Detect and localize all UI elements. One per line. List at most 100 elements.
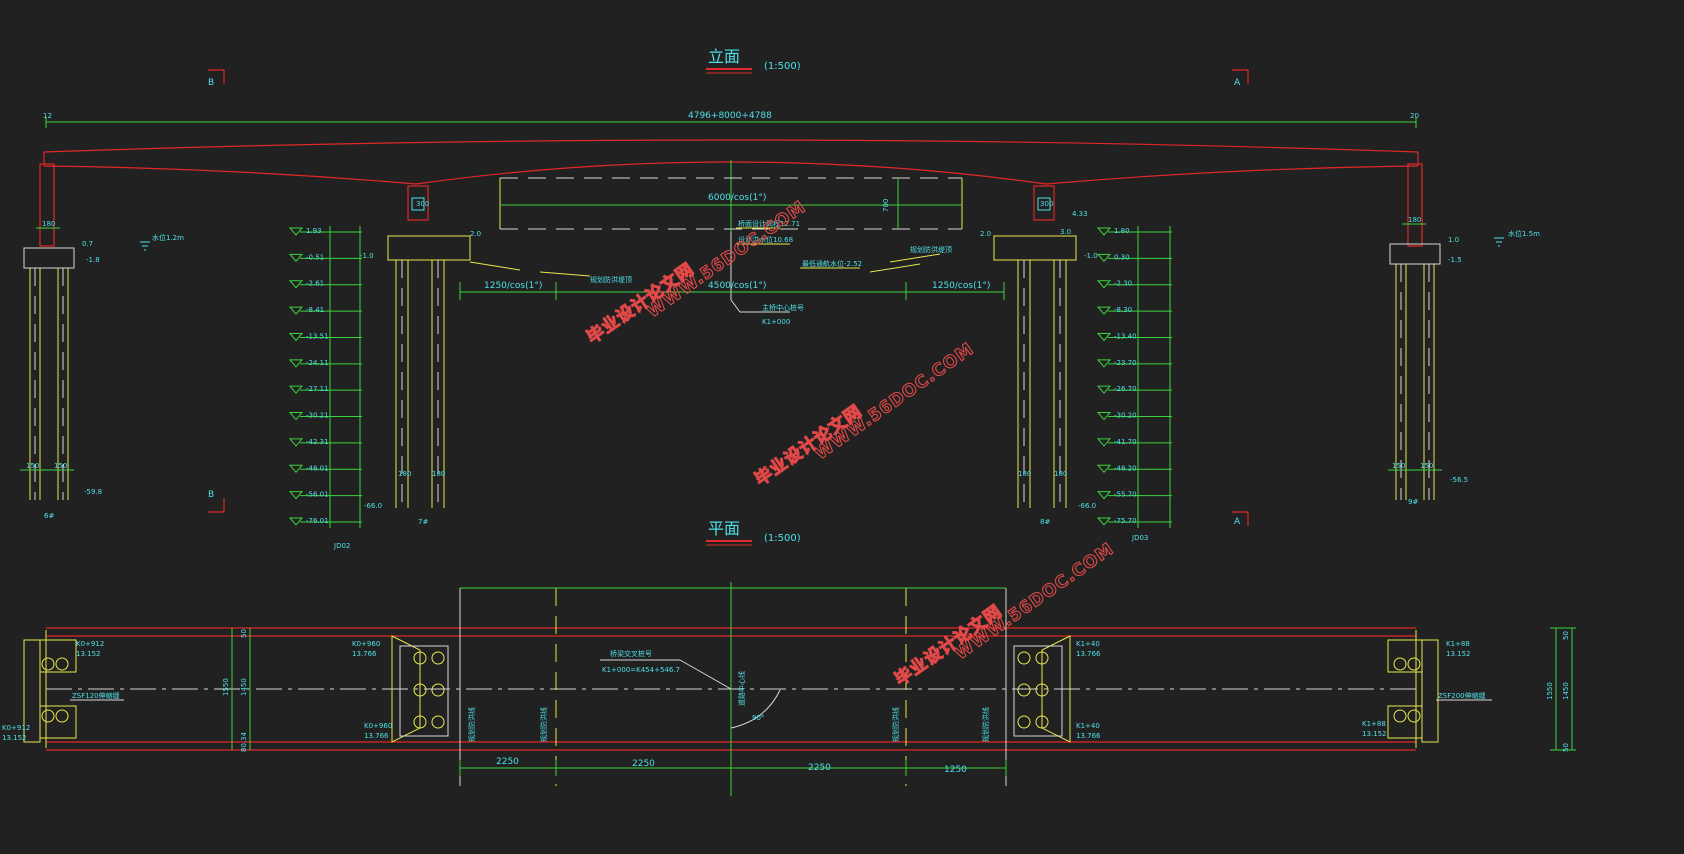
plan-pier-left-top-level: 13.766: [352, 650, 377, 658]
cross-station: K1+000=K454+546.7: [602, 666, 680, 674]
borehole-level-marker: [1096, 412, 1112, 421]
left-pier: 300 180 180 2.0 -1.0 -66.0 7#: [360, 185, 481, 526]
plan-right-top-station: K1+88: [1446, 640, 1470, 648]
plan-right-bot-level: 13.152: [1362, 730, 1387, 738]
borehole-level-value: 1.93: [306, 227, 322, 235]
borehole-level-marker: [288, 332, 304, 342]
center-station: K1+000: [762, 318, 790, 326]
borehole-level-value: -27.11: [306, 385, 329, 393]
plan-line-label-4: 规划防洪线: [981, 707, 990, 742]
left-borehole: JD02: [329, 226, 361, 550]
right-pier-pile-width: 180: [1018, 470, 1031, 478]
plan-right-pier: K1+40 13.766 K1+40 13.766: [1013, 635, 1101, 743]
plan-angle-label: 90°: [752, 714, 764, 722]
overall-span-label: 4796+8000+4788: [688, 111, 772, 121]
section-mark-b-top: B: [208, 78, 214, 88]
right-pier-number: 8#: [1040, 518, 1050, 526]
borehole-level-value: -75.70: [1114, 517, 1137, 525]
left-abutment-pile-spacing-2: 150: [54, 462, 67, 470]
plan-left-joint: ZSF120伸缩缝: [72, 691, 120, 700]
plan-right-abutment: K1+88 13.152 K1+88 13.152 ZSF200伸缩缝: [1362, 639, 1492, 743]
right-width-edge-2: 50: [1562, 743, 1570, 752]
plan-right-top-level: 13.152: [1446, 650, 1471, 658]
design-level-1: 桥面设计高程12.71: [738, 219, 800, 228]
left-borehole-id: JD02: [333, 542, 350, 550]
plan-title-block: 平面 (1:500): [706, 519, 801, 546]
right-abutment-cap-level: -1.5: [1448, 256, 1462, 264]
plan-line-label-3: 规划防洪线: [891, 707, 900, 742]
plan-scale: (1:500): [764, 533, 801, 544]
borehole-level-value: -42.31: [306, 438, 329, 446]
borehole-level-marker: [288, 359, 304, 368]
left-pier-pile-width-2: 180: [432, 470, 445, 478]
borehole-level-value: -8.41: [306, 306, 324, 314]
right-pier: 300 180 180 2.0 -1.0 -66.0 8# 4.33 3.0: [980, 185, 1098, 526]
left-abutment-number: 6#: [44, 512, 54, 520]
left-width-total: 1550: [222, 678, 230, 696]
section-marks: B B A A: [208, 69, 1249, 527]
right-bank-label: 规划防洪堤顶: [910, 245, 952, 254]
borehole-level-value: -41.70: [1114, 438, 1137, 446]
center-station-label: 主桥中心桩号: [762, 303, 804, 312]
elevation-title-block: 立面 (1:500): [706, 47, 801, 74]
left-pier-cap-level: -1.0: [360, 252, 374, 260]
plan-dim-3: 2250: [808, 763, 831, 773]
plan-dim-1: 2250: [496, 757, 519, 767]
plan-line-label-2: 规划防洪线: [539, 707, 548, 742]
left-abutment-top-level: 0.7: [82, 240, 93, 248]
elevation-scale: (1:500): [764, 61, 801, 72]
borehole-level-marker: [1096, 464, 1112, 474]
plan-left-top-station: K0+912: [76, 640, 104, 648]
borehole-level-value: -2.61: [306, 280, 324, 288]
plan-left-bot-station: K0+912: [2, 724, 30, 732]
borehole-level-value: 1.80: [1114, 227, 1130, 235]
borehole-level-marker: [1096, 253, 1112, 263]
borehole-level-marker: [288, 385, 304, 394]
left-abutment-cap-level: -1.8: [86, 256, 100, 264]
left-pier-box-label: 300: [416, 200, 429, 208]
deck-top: [43, 139, 1419, 153]
borehole-level-marker: [1096, 491, 1112, 500]
borehole-level-marker: [1096, 385, 1112, 394]
right-width-total: 1550: [1546, 682, 1554, 700]
borehole-level-marker: [288, 253, 304, 263]
borehole-level-value: -8.30: [1114, 306, 1132, 314]
right-pier-top-level: 2.0: [980, 230, 991, 238]
left-abutment-pile-spacing: 150: [26, 462, 39, 470]
borehole-level-marker: [288, 280, 304, 289]
left-pier-number: 7#: [418, 518, 428, 526]
plan-pier-right-top-station: K1+40: [1076, 640, 1100, 648]
right-abutment: 180 150 150 1.0 -1.5 -56.5 9#: [1388, 163, 1468, 506]
plan-dim-4: 1250: [944, 765, 967, 775]
borehole-level-value: -24.11: [306, 359, 329, 367]
borehole-level-marker: [1096, 280, 1112, 289]
right-abutment-top-level: 1.0: [1448, 236, 1459, 244]
right-pier-extra-level: 4.33: [1072, 210, 1088, 218]
road-center-label: 道路中心线: [737, 671, 746, 706]
side-span-left: 1250/cos(1°): [484, 281, 542, 291]
borehole-level-marker: [1096, 517, 1112, 526]
borehole-level-value: -76.01: [306, 517, 329, 525]
left-pier-bottom-level: -66.0: [364, 502, 382, 510]
borehole-level-value: -30.20: [1114, 412, 1137, 420]
left-bank-label: 规划防洪堤顶: [590, 275, 632, 284]
plan-dim-2: 2250: [632, 759, 655, 769]
left-width-edge2: 80.34: [240, 731, 248, 752]
borehole-level-value: -56.01: [306, 491, 329, 499]
mid-height-label: 700: [882, 199, 890, 212]
right-abutment-pile-spacing: 150: [1392, 462, 1405, 470]
borehole-level-marker: [288, 491, 304, 500]
plan-pier-left-bot-level: 13.766: [364, 732, 389, 740]
side-span-right: 1250/cos(1°): [932, 281, 990, 291]
right-pier-pile-width-2: 180: [1054, 470, 1067, 478]
right-pier-cap-level: -1.0: [1084, 252, 1098, 260]
plan-title: 平面: [708, 519, 740, 538]
borehole-level-marker: [1096, 332, 1112, 342]
borehole-level-value: -13.40: [1114, 332, 1137, 340]
borehole-level-marker: [288, 412, 304, 421]
mid-bottom-label: 4500/cos(1°): [708, 281, 766, 291]
right-width-edge: 50: [1562, 631, 1570, 640]
low-water-level: 最低通航水位-2.52: [802, 259, 862, 268]
abutment-right-number: 20: [1410, 112, 1419, 120]
